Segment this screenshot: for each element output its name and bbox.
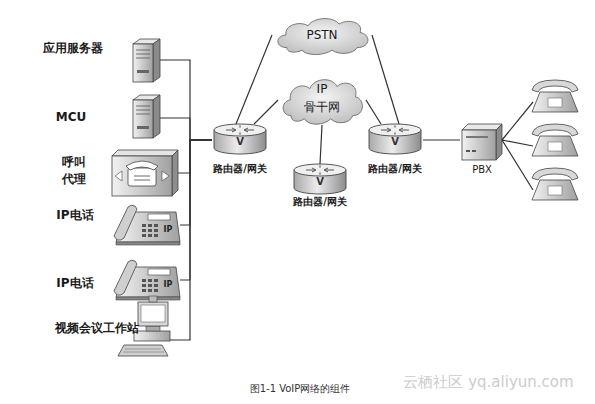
server-icon [133, 39, 160, 82]
phone-logo: IP [160, 280, 176, 289]
cloud-shape [283, 80, 362, 124]
desk-phone-icon [532, 168, 578, 200]
server-node: MCU [55, 96, 160, 140]
node-label: IP电话 [52, 275, 98, 291]
link-line [423, 139, 460, 140]
ip-phone-node: IP电话 [52, 260, 180, 300]
link-line [160, 60, 212, 140]
node-label: 应用服务器 [42, 40, 104, 56]
link-line [366, 100, 381, 124]
pbx-icon [462, 124, 502, 160]
node-label: IP 骨干网 [302, 80, 342, 116]
router-mark: V [310, 176, 330, 187]
call-agent-icon [112, 150, 178, 196]
node-label: PBX [460, 163, 504, 177]
link-line [160, 118, 212, 140]
router-node: 路由器/网关 [292, 164, 348, 210]
network-cloud: PSTN [272, 14, 372, 56]
watermark: 云栖社区 yq.aliyun.com [386, 373, 591, 392]
link-line [372, 35, 399, 124]
router-mark: V [230, 136, 250, 147]
server-node: 应用服务器 [42, 38, 160, 82]
router-icon [369, 124, 421, 154]
phone-logo: IP [160, 225, 176, 234]
node-label: 呼叫 代理 [58, 154, 90, 188]
ip-phone-icon [114, 260, 180, 300]
router-node: 路由器/网关 [212, 124, 268, 178]
node-label: 路由器/网关 [292, 195, 348, 209]
desk-phone-icon [532, 80, 578, 112]
link-line [170, 140, 212, 340]
router-mark: V [385, 136, 405, 147]
node-label: 路由器/网关 [367, 162, 423, 176]
link-line [254, 100, 278, 124]
phone-wire [502, 102, 533, 190]
figure-caption: 图1-1 VoIP网络的组件 [190, 382, 410, 396]
network-cloud: IP 骨干网 [278, 74, 366, 126]
router-node: 路由器/网关 [367, 124, 423, 178]
workstation-node: 视频会议工作站 [52, 310, 170, 370]
link-line [178, 140, 212, 173]
router-icon [294, 164, 346, 194]
server-icon [133, 95, 160, 138]
ip-phone-node: IP电话 [52, 205, 180, 245]
link-line [180, 140, 212, 225]
node-label: IP电话 [52, 207, 98, 223]
desk-phone-icon [532, 124, 578, 156]
router-icon [214, 124, 266, 154]
link-line [320, 125, 322, 164]
node-label: PSTN [272, 27, 372, 43]
pbx-node: PBX [460, 122, 504, 176]
link-line [180, 140, 212, 280]
node-label: 视频会议工作站 [52, 320, 142, 336]
call-agent-node: 呼叫 代理 [58, 150, 178, 196]
node-label: 路由器/网关 [212, 162, 268, 176]
node-label: MCU [55, 109, 87, 125]
ip-phone-icon [114, 205, 180, 245]
